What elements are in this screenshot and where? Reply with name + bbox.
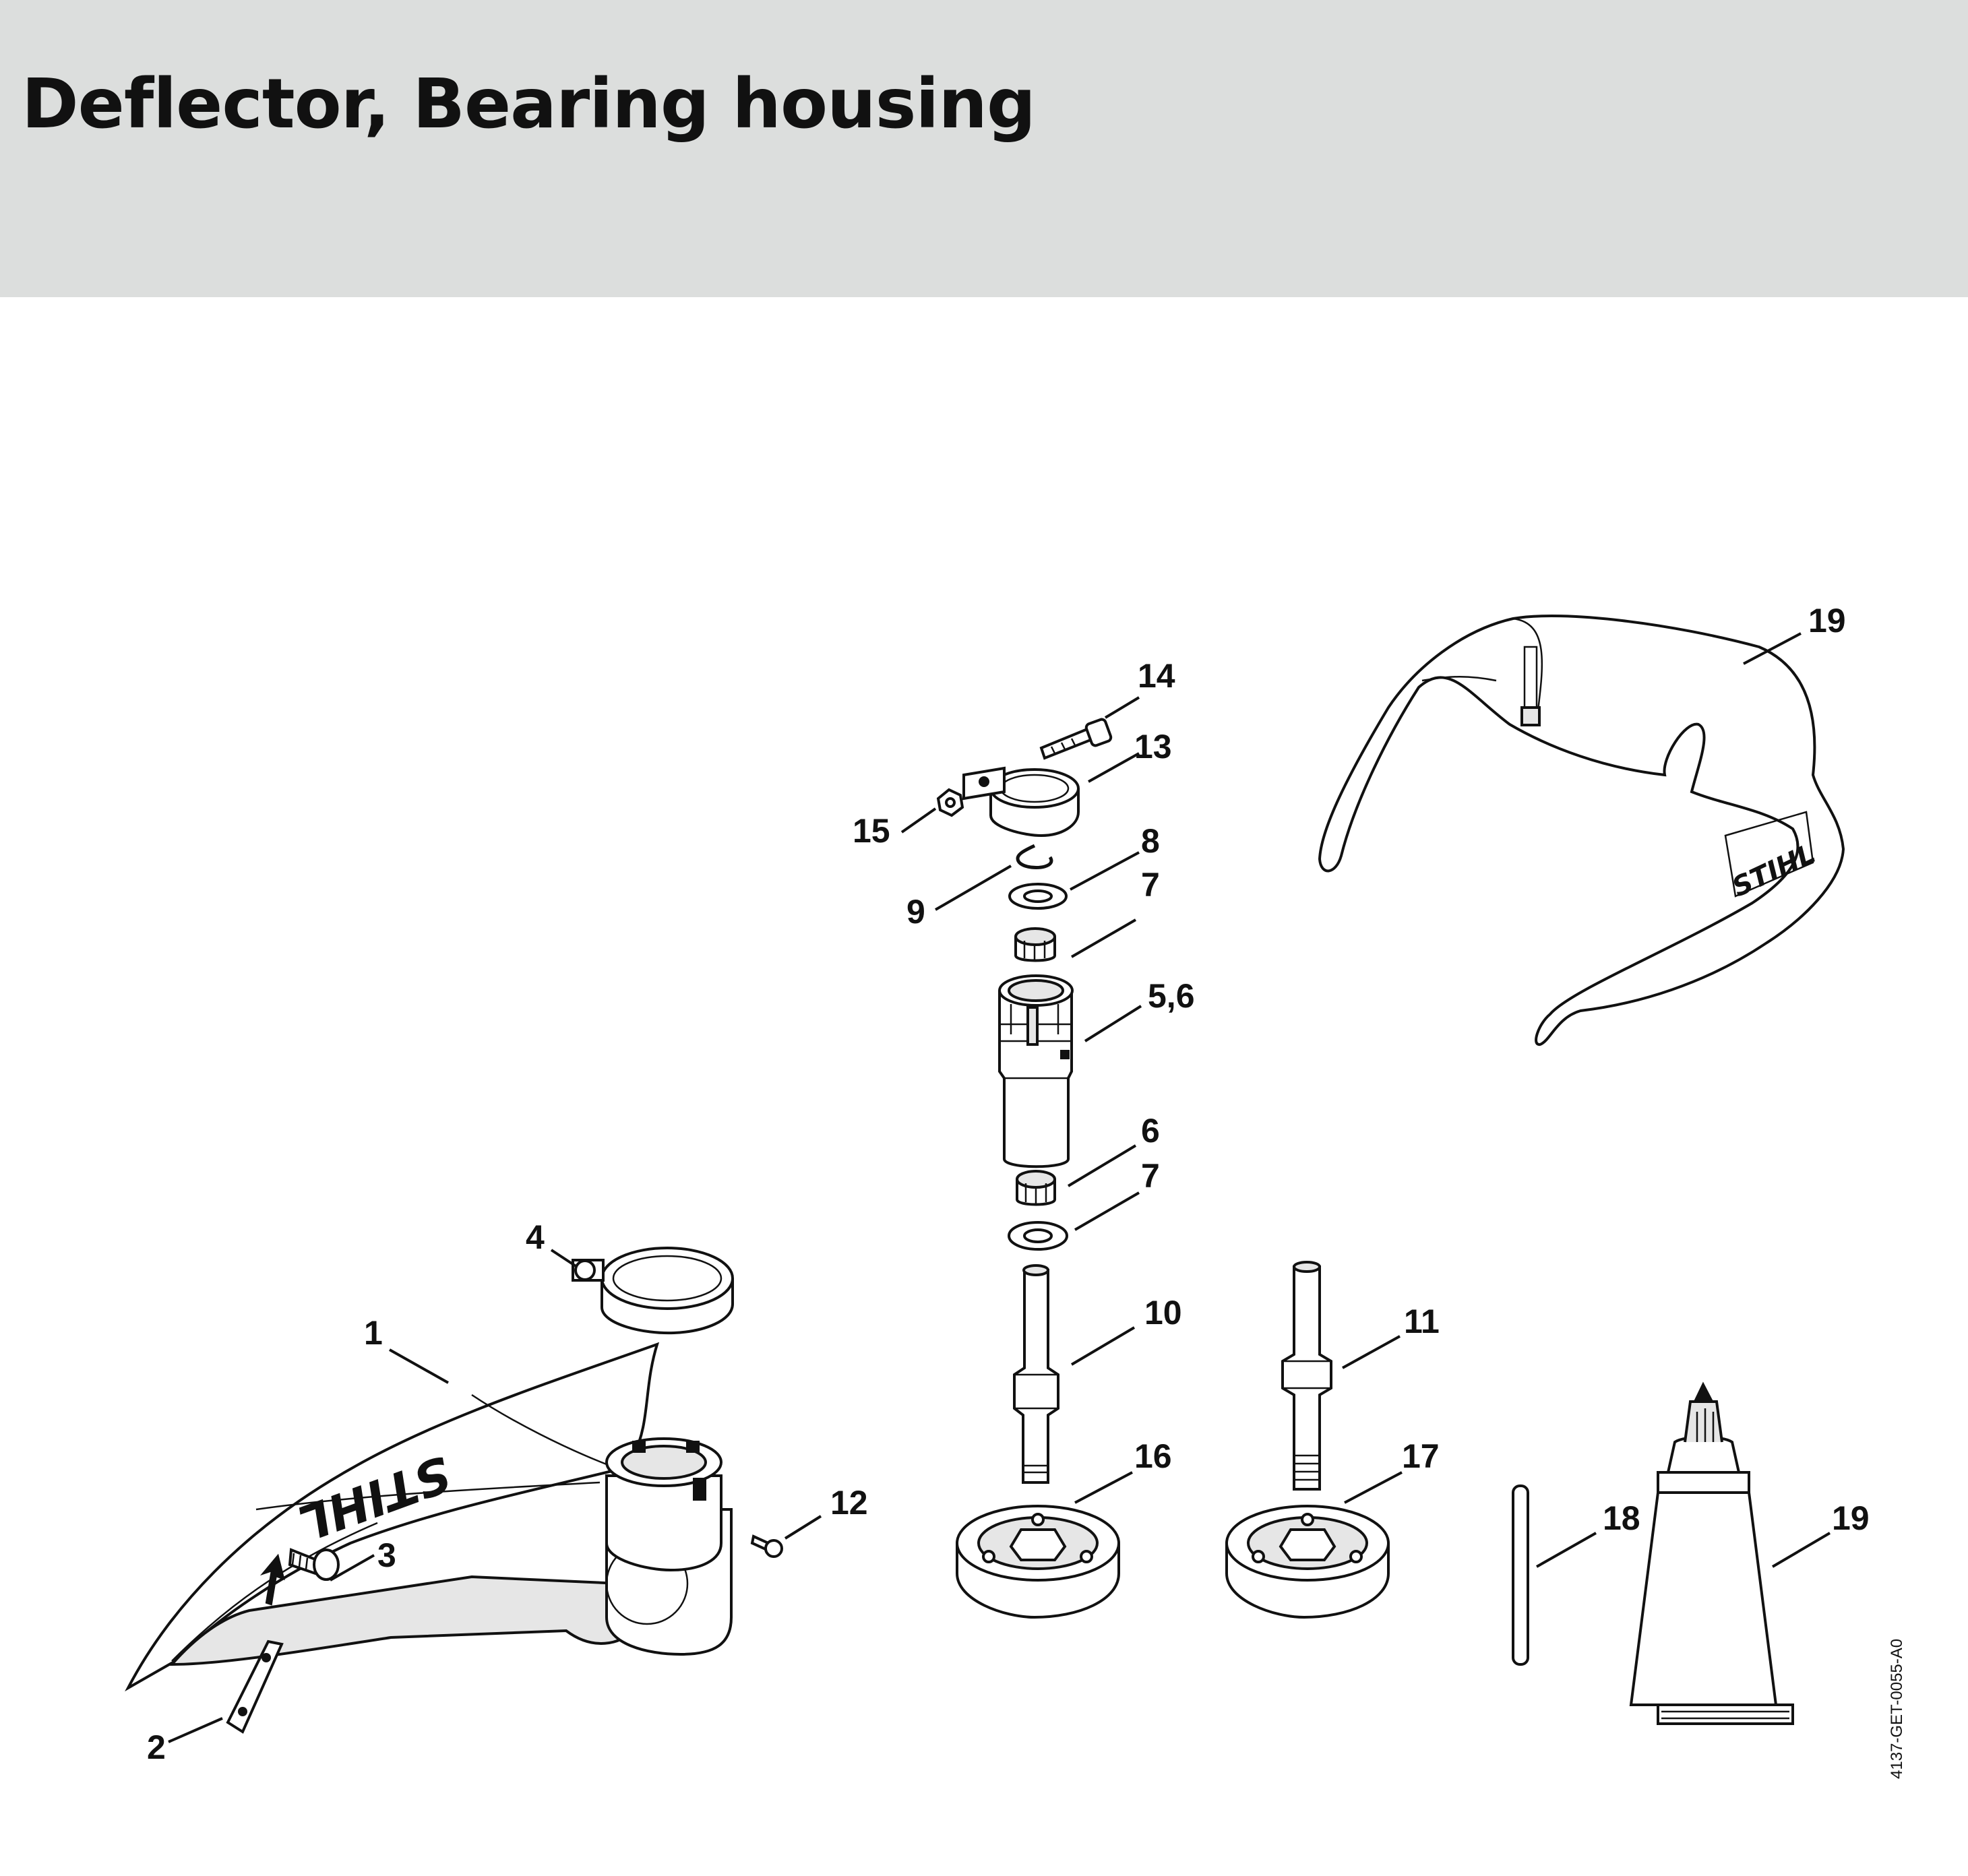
clamp-bracket-part <box>962 766 1080 838</box>
callout-12: 12 <box>830 1484 868 1522</box>
washer-upper-part <box>1008 883 1068 910</box>
hose-clamp-part <box>572 1247 734 1335</box>
callout-13: 13 <box>1134 728 1172 765</box>
callout-11: 11 <box>1404 1303 1440 1340</box>
callout-8: 8 <box>1141 822 1160 860</box>
bearing-housing-part <box>998 974 1074 1168</box>
small-screw-part <box>750 1534 783 1558</box>
retainer-plate-part <box>226 1639 284 1734</box>
callout-5-6: 5,6 <box>1148 977 1195 1015</box>
deflector-part: STIHL <box>125 1342 733 1692</box>
callout-9: 9 <box>906 893 925 931</box>
thrust-plate-right-part <box>1225 1505 1390 1619</box>
shaft-alt-part <box>1281 1261 1332 1491</box>
locking-pin-part <box>1512 1484 1529 1666</box>
callout-4: 4 <box>526 1218 545 1256</box>
callout-6: 6 <box>1141 1112 1160 1150</box>
callout-1: 1 <box>364 1314 383 1352</box>
callout-2: 2 <box>147 1728 166 1766</box>
callout-15: 15 <box>853 812 890 850</box>
callout-18: 18 <box>1603 1499 1640 1537</box>
callout-19-tube: 19 <box>1832 1499 1870 1537</box>
safety-glasses-part: STIHL <box>1318 615 1845 1046</box>
page-title: Deflector, Bearing housing <box>22 64 1036 144</box>
callout-16: 16 <box>1134 1437 1172 1475</box>
callout-19-glasses: 19 <box>1808 602 1846 639</box>
callout-10: 10 <box>1144 1294 1182 1332</box>
leader-lines <box>168 632 1831 1743</box>
callout-labels: 1 2 3 4 5,6 6 7 7 8 9 10 11 12 13 14 15 … <box>147 602 1870 1766</box>
callout-7-lower: 7 <box>1141 1157 1160 1195</box>
callout-14: 14 <box>1138 657 1175 695</box>
callout-17: 17 <box>1402 1437 1440 1475</box>
thrust-plate-left-part <box>956 1505 1120 1619</box>
bolt-part <box>1039 718 1113 760</box>
callout-3: 3 <box>377 1536 396 1574</box>
nut-part <box>936 788 964 817</box>
header-banner: Deflector, Bearing housing <box>0 0 1968 297</box>
needle-bearing-lower-part <box>1016 1170 1056 1206</box>
grease-tube-part <box>1629 1381 1794 1725</box>
washer-lower-part <box>1008 1221 1068 1251</box>
circlip-part <box>1016 844 1053 869</box>
screw-part <box>288 1548 340 1581</box>
shaft-part <box>1013 1264 1059 1484</box>
drawing-number: 4137-GET-0055-A0 <box>1888 1639 1906 1779</box>
callout-7-upper: 7 <box>1141 866 1160 904</box>
needle-bearing-upper-part <box>1014 927 1056 962</box>
